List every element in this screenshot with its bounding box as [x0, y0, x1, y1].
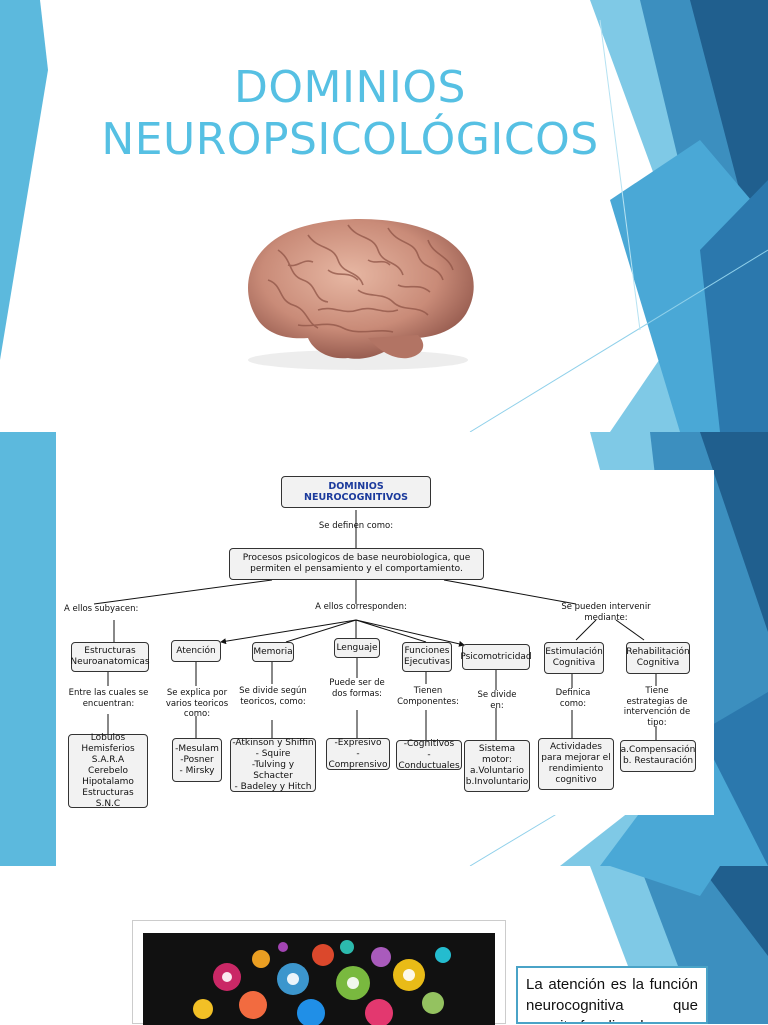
map-estructuras-leaf: Lobulos Hemisferios S.A.R.A Cerebelo Hip… [68, 733, 148, 809]
colorful-icons-illustration [143, 933, 495, 1025]
map-funciones-leaf: -Cognitivos -Conductuales [396, 739, 462, 771]
slide-title-text: DOMINIOS NEUROPSICOLÓGICOS [101, 62, 599, 165]
map-definition-box: Procesos psicologicos de base neurobiolo… [229, 548, 484, 580]
map-memoria-link: Se divide según teoricos, como: [239, 686, 307, 707]
slide-background-shapes [0, 0, 768, 432]
brain-image [248, 218, 474, 370]
map-estimulacion-link: Definica como: [555, 688, 591, 709]
concept-map: DOMINIOS NEUROCOGNITIVOS Se definen como… [56, 470, 714, 815]
map-rehabilitacion-box: Rehabilitación Cognitiva [626, 642, 690, 674]
attention-illustration-frame [132, 920, 506, 1025]
map-atencion-leaf: -Mesulam -Posner - Mirsky [172, 738, 222, 782]
map-rehabilitacion-leaf: a.Compensación b. Restauración [620, 740, 696, 772]
map-defined-as-label: Se definen como: [318, 521, 394, 531]
map-memoria-box: Memoria [252, 642, 294, 662]
map-lenguaje-link: Puede ser de dos formas: [329, 678, 385, 699]
map-atencion-link: Se explica por varios teoricos como: [165, 688, 229, 719]
map-root-box: DOMINIOS NEUROCOGNITIVOS [281, 476, 431, 508]
map-center-link-label: A ellos corresponden: [315, 602, 407, 612]
map-rehabilitacion-link: Tiene estrategias de intervención de tip… [623, 686, 691, 728]
map-left-link-label: A ellos subyacen: [64, 604, 139, 614]
map-psicomotricidad-leaf: Sistema motor: a.Voluntario b.Involuntar… [464, 740, 530, 792]
map-funciones-box: Funciones Ejecutivas [402, 642, 452, 672]
map-lenguaje-box: Lenguaje [334, 638, 380, 658]
map-memoria-leaf: -Atkinson y Shiffin - Squire -Tulving y … [230, 738, 316, 792]
map-psicomotricidad-box: Psicomotricidad [460, 644, 532, 670]
slide-background-shapes [590, 866, 768, 1024]
map-lenguaje-leaf: -Expresivo -Comprensivo [326, 738, 390, 770]
concept-map-connectors [93, 510, 657, 740]
map-estimulacion-box: Estimulación Cognitiva [544, 642, 604, 674]
slide-title: DOMINIOS NEUROPSICOLÓGICOS [0, 0, 768, 432]
map-estimulacion-leaf: Actividades para mejorar el rendimiento … [538, 738, 614, 790]
map-psicomotricidad-link: Se divide en: [477, 690, 517, 711]
attention-text-card: La atención es la función neurocognitiva… [516, 966, 708, 1024]
map-funciones-link: Tienen Componentes: [397, 686, 459, 707]
map-right-link-label: Se pueden intervenir mediante: [561, 602, 651, 623]
map-atencion-box: Atención [171, 640, 221, 662]
map-estructuras-link: Entre las cuales se encuentran: [68, 688, 149, 709]
map-estructuras-box: Estructuras Neuroanatomicas [70, 642, 150, 672]
